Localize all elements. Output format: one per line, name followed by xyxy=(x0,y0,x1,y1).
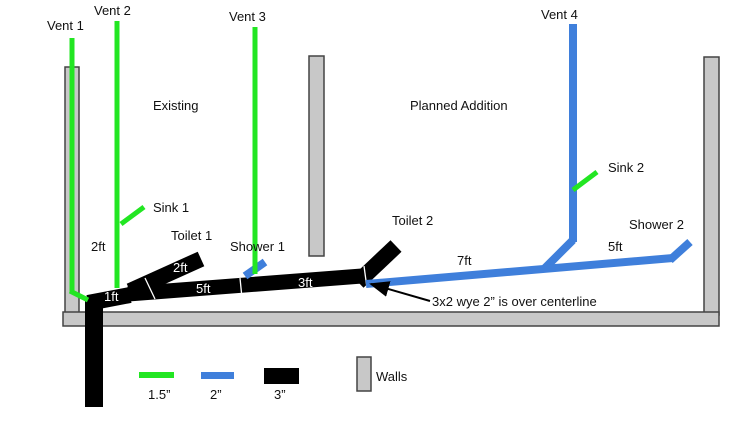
toilet1-label: Toilet 1 xyxy=(171,228,212,243)
shower1-label: Shower 1 xyxy=(230,239,285,254)
toilet2-branch xyxy=(352,240,402,288)
drain-2in xyxy=(242,24,693,288)
floor xyxy=(62,311,720,327)
legend-label-walls: Walls xyxy=(376,369,408,384)
dim-3ft: 3ft xyxy=(298,275,313,290)
dim-1ft: 1ft xyxy=(104,289,119,304)
sink2-label: Sink 2 xyxy=(608,160,644,175)
drain-3in xyxy=(85,240,402,407)
toilet1-branch xyxy=(126,251,205,299)
dim-toilet-2ft: 2ft xyxy=(173,260,188,275)
wall-right xyxy=(703,56,720,316)
sink1-label: Sink 1 xyxy=(153,200,189,215)
existing-area-label: Existing xyxy=(153,98,199,113)
addition-drain xyxy=(365,254,674,288)
sink1-arm xyxy=(119,204,146,227)
legend-swatch-1-5in xyxy=(139,372,174,378)
vent2-label: Vent 2 xyxy=(94,3,131,18)
shower2-label: Shower 2 xyxy=(629,217,684,232)
vent1-label: Vent 1 xyxy=(47,18,84,33)
legend-swatch-2in xyxy=(201,372,234,379)
dim-shower-5ft: 5ft xyxy=(608,239,623,254)
legend-swatch-walls xyxy=(356,356,372,392)
main-drain-segment-1ft xyxy=(86,287,132,311)
legend-swatch-3in xyxy=(264,368,299,384)
vents-1-5in xyxy=(68,21,599,303)
legend-label-3in: 3” xyxy=(274,387,286,402)
legend: 1.5” 2” 3” Walls xyxy=(139,356,408,402)
planned-area-label: Planned Addition xyxy=(410,98,508,113)
legend-label-2in: 2” xyxy=(210,387,222,402)
dim-7ft: 7ft xyxy=(457,253,472,268)
shower2-branch xyxy=(667,239,693,263)
dim-main-5ft: 5ft xyxy=(196,281,211,296)
toilet2-label: Toilet 2 xyxy=(392,213,433,228)
wall-middle xyxy=(308,55,325,257)
vent1-elbow xyxy=(68,288,90,303)
wye-note-label: 3x2 wye 2” is over centerline xyxy=(432,294,597,309)
dim-vent-2ft: 2ft xyxy=(91,239,106,254)
vent3-label: Vent 3 xyxy=(229,9,266,24)
vent4-label: Vent 4 xyxy=(541,7,578,22)
main-drain-segment-5ft-3ft xyxy=(127,268,363,302)
wye-arrow xyxy=(369,281,431,302)
vent4-offset xyxy=(542,237,576,271)
legend-label-1-5in: 1.5” xyxy=(148,387,170,402)
sink2-arm xyxy=(571,170,599,192)
